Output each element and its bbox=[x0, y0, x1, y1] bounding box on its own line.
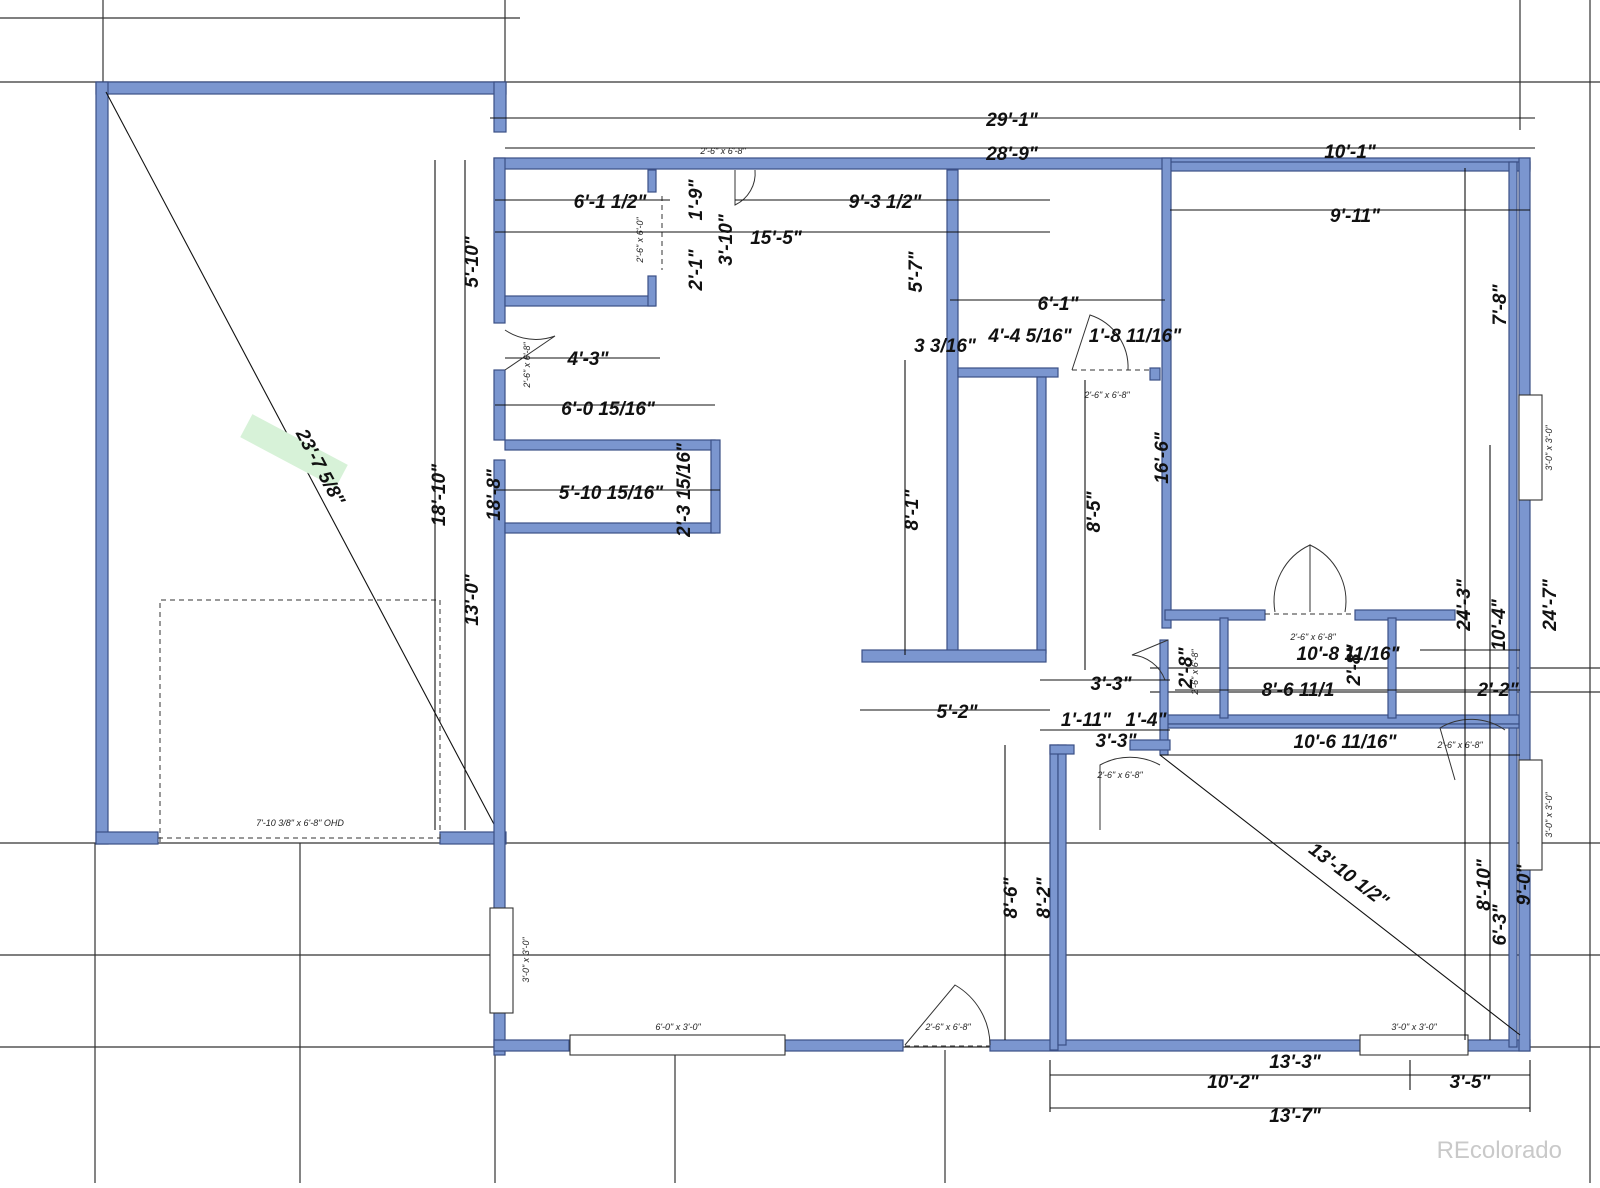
dim-3-10: 3'-10" bbox=[716, 213, 737, 266]
dim-right-24-7: 24'-7" bbox=[1540, 578, 1561, 632]
dim-left-18-8: 18'-8" bbox=[484, 468, 505, 521]
dim-5-10-15: 5'-10 15/16" bbox=[559, 483, 664, 504]
dim-low-8-6: 8'-6" bbox=[1001, 877, 1022, 919]
dim-1-4: 1'-4" bbox=[1126, 710, 1168, 731]
dim-bath-2-8b: 2'-8" bbox=[1344, 644, 1365, 687]
dim-mid-6-1: 6'-1" bbox=[1038, 294, 1080, 315]
dim-bot-3-5: 3'-5" bbox=[1450, 1072, 1492, 1093]
watermark-logo: REcolorado bbox=[1437, 1137, 1562, 1165]
dim-low-8-2: 8'-2" bbox=[1034, 877, 1055, 919]
dim-bath-2-2: 2'-2" bbox=[1477, 680, 1520, 701]
dim-bath-8-6: 8'-6 11/1 bbox=[1262, 680, 1335, 701]
dim-mid-8-5: 8'-5" bbox=[1084, 491, 1105, 533]
window-right-upper-label: 3'-0" x 3'-0" bbox=[1544, 425, 1554, 471]
door-bed-label: 2'-6" x 6'-8" bbox=[1096, 770, 1143, 780]
window-bottom bbox=[1360, 1035, 1468, 1055]
house-walls bbox=[494, 158, 1530, 1055]
dim-mid-8-1: 8'-1" bbox=[902, 489, 923, 531]
dim-mid-5-7: 5'-7" bbox=[906, 251, 927, 293]
window-front bbox=[570, 1035, 785, 1055]
dim-1-9: 1'-9" bbox=[686, 179, 707, 221]
window-left bbox=[490, 908, 513, 1013]
dim-3-3b: 3'-3" bbox=[1096, 731, 1138, 752]
dim-10-6: 10'-6 11/16" bbox=[1294, 732, 1398, 753]
dim-overall-width: 29'-1" bbox=[985, 110, 1039, 131]
dim-left-18-10: 18'-10" bbox=[429, 463, 450, 526]
door-left-label: 2'-6" x 6'-8" bbox=[522, 342, 532, 389]
dim-left-13-0: 13'-0" bbox=[462, 573, 483, 626]
door-closet-label: 2'-6" x 6'-0" bbox=[635, 217, 645, 264]
dim-bot-13-7: 13'-7" bbox=[1269, 1106, 1322, 1127]
dim-6-0: 6'-0 15/16" bbox=[561, 399, 656, 420]
dim-low-9-0: 9'-0" bbox=[1514, 864, 1535, 906]
dim-5-2: 5'-2" bbox=[937, 702, 979, 723]
dim-4-3: 4'-3" bbox=[567, 349, 610, 370]
dim-3-3a: 3'-3" bbox=[1091, 674, 1133, 695]
dim-right-inner: 9'-11" bbox=[1330, 206, 1381, 227]
dim-right-7-8: 7'-8" bbox=[1490, 284, 1511, 326]
dim-low-8-10: 8'-10" bbox=[1474, 858, 1495, 911]
dim-1-8: 1'-8 11/16" bbox=[1089, 326, 1182, 347]
door-right-label: 2'-6" x 6'-8" bbox=[1436, 740, 1483, 750]
door-front-label: 2'-6" x 6'-8" bbox=[924, 1022, 971, 1032]
window-bottom-label: 3'-0" x 3'-0" bbox=[1391, 1022, 1437, 1032]
dim-low-6-3: 6'-3" bbox=[1490, 904, 1511, 946]
door-mid-label: 2'-6" x 6'-8" bbox=[1083, 390, 1130, 400]
window-right-lower bbox=[1519, 760, 1542, 870]
dim-closet-top: 6'-1 1/2" bbox=[574, 192, 648, 213]
dim-mid-top: 9'-3 1/2" bbox=[849, 192, 923, 213]
dim-right-width: 10'-1" bbox=[1324, 142, 1377, 163]
dim-bath-2-8: 2'-8" bbox=[1176, 647, 1197, 690]
dim-right-10-4: 10'-4" bbox=[1489, 598, 1510, 651]
dim-left-5-10: 5'-10" bbox=[462, 235, 483, 288]
dim-1-11: 1'-11" bbox=[1061, 710, 1112, 731]
window-right-upper bbox=[1519, 395, 1542, 500]
window-front-label: 6'-0" x 3'-0" bbox=[655, 1022, 701, 1032]
dim-2-3: 2'-3 15/16" bbox=[674, 442, 695, 538]
door-bath-label: 2'-6" x 6'-8" bbox=[1289, 632, 1336, 642]
dim-inner-width: 28'-9" bbox=[985, 144, 1039, 165]
garage-door-label: 7'-10 3/8" x 6'-8" OHD bbox=[256, 818, 344, 828]
dim-3-3-16: 3 3/16" bbox=[914, 336, 977, 357]
dim-4-4: 4'-4 5/16" bbox=[987, 326, 1072, 347]
dim-right-24-3: 24'-3" bbox=[1454, 578, 1475, 632]
dim-bot-13-3: 13'-3" bbox=[1269, 1052, 1322, 1073]
window-right-lower-label: 3'-0" x 3'-0" bbox=[1544, 792, 1554, 838]
dim-bot-10-2: 10'-2" bbox=[1207, 1072, 1260, 1093]
garage: 7'-10 3/8" x 6'-8" OHD 23'-7 5/8" bbox=[96, 82, 506, 844]
window-left-label: 3'-0" x 3'-0" bbox=[521, 937, 531, 983]
dim-2-1: 2'-1" bbox=[686, 249, 707, 292]
dim-right-16-6: 16'-6" bbox=[1152, 431, 1173, 484]
dim-hall-width: 15'-5" bbox=[750, 228, 803, 249]
